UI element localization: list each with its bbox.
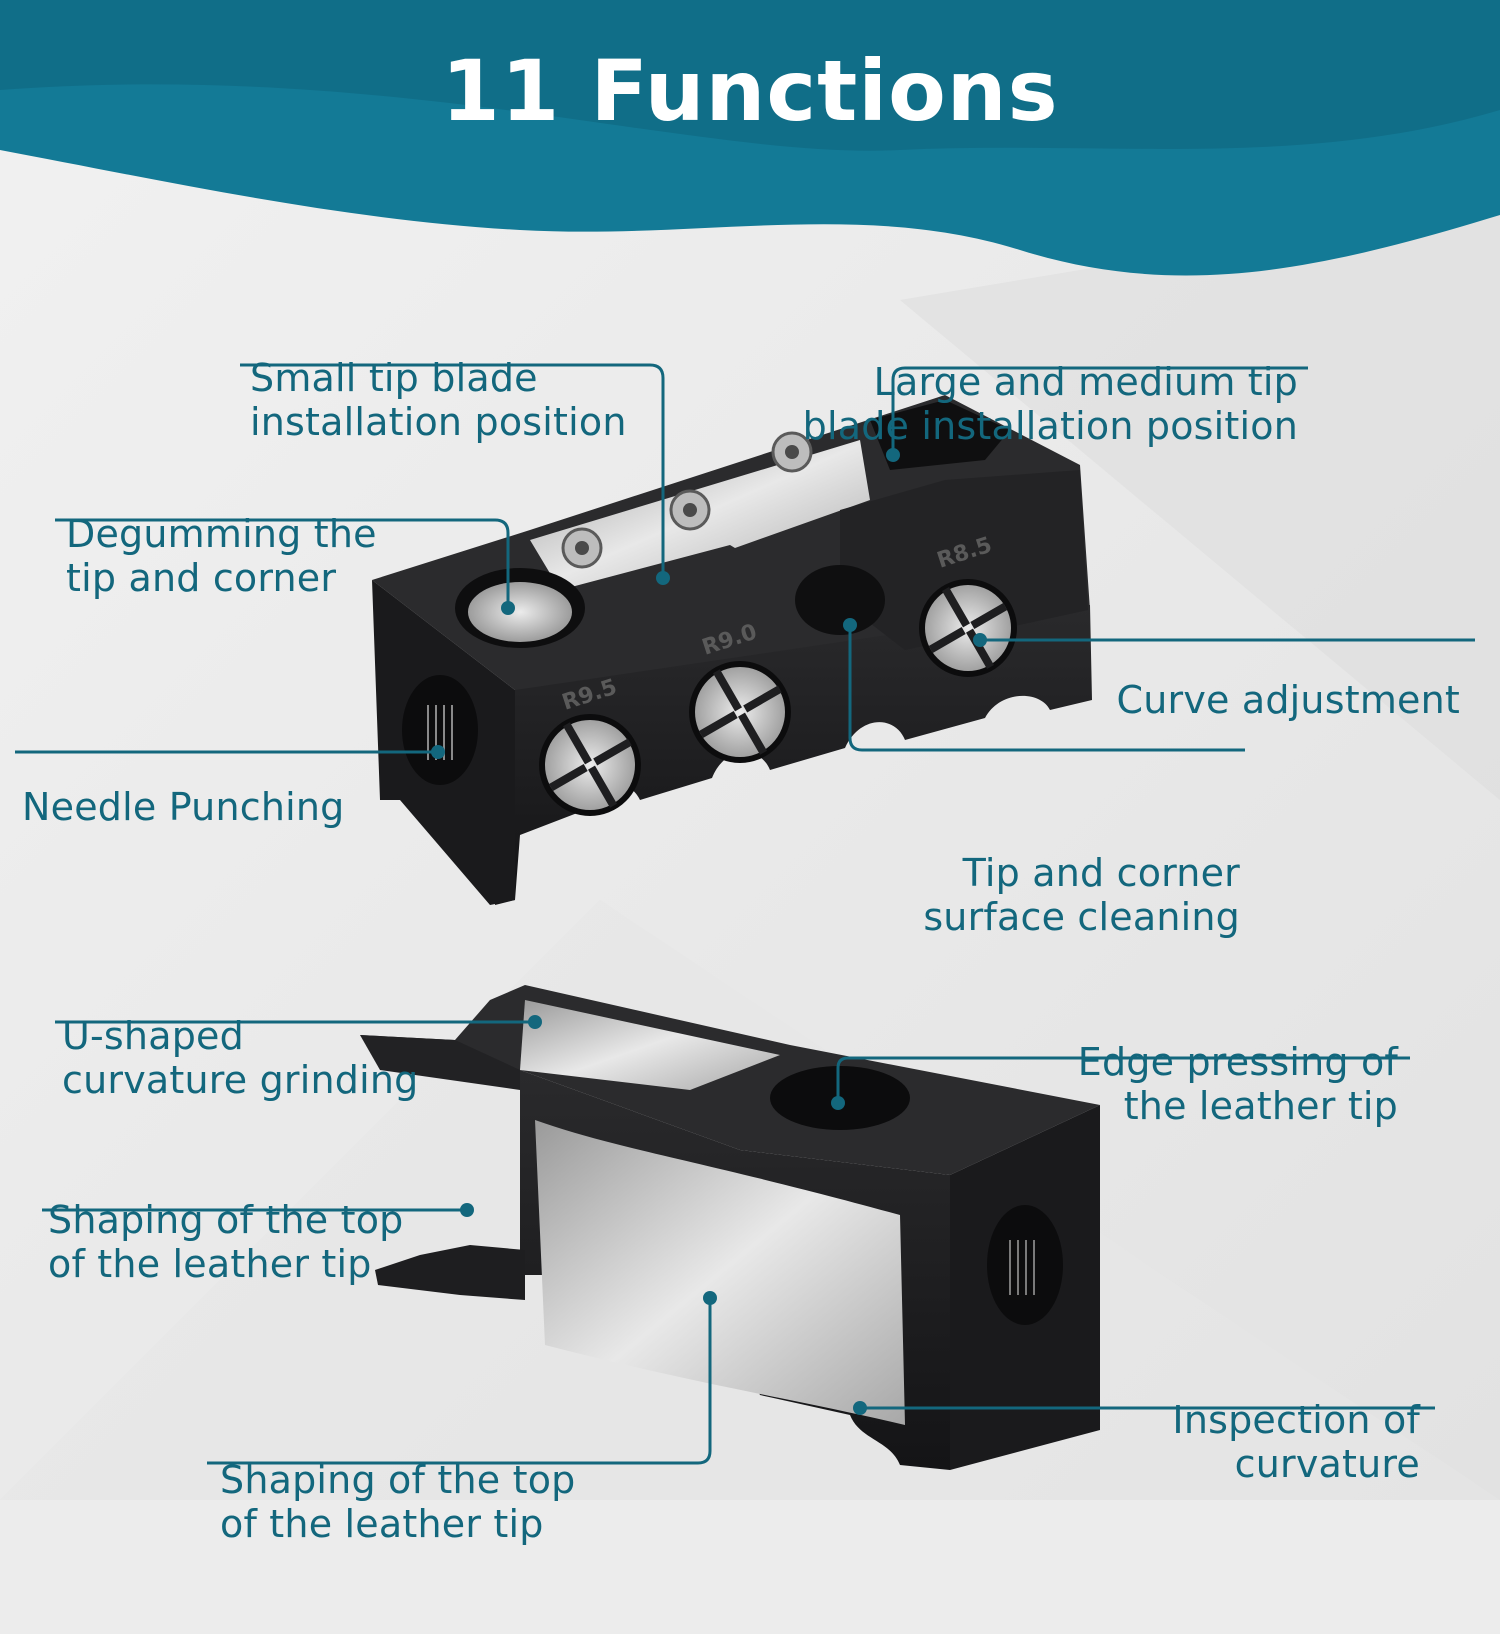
illustration: R9.5 R9.0 R8.5 bbox=[0, 0, 1500, 1500]
header-banner bbox=[0, 0, 1500, 276]
bottom-tool bbox=[360, 985, 1100, 1470]
infographic: R9.5 R9.0 R8.5 bbox=[0, 0, 1500, 1546]
label-curve-adjustment: Curve adjustment bbox=[1116, 678, 1460, 722]
page-title: 11 Functions bbox=[441, 42, 1059, 140]
leader-dots bbox=[431, 448, 987, 1415]
label-needle-punching: Needle Punching bbox=[22, 785, 345, 829]
leader-lines bbox=[15, 363, 1475, 1465]
sanding-wheel-r85 bbox=[919, 579, 1017, 677]
top-tool: R9.5 R9.0 R8.5 bbox=[372, 395, 1092, 905]
sanding-wheel-r90 bbox=[689, 661, 791, 763]
sanding-wheel-r95 bbox=[539, 714, 641, 816]
